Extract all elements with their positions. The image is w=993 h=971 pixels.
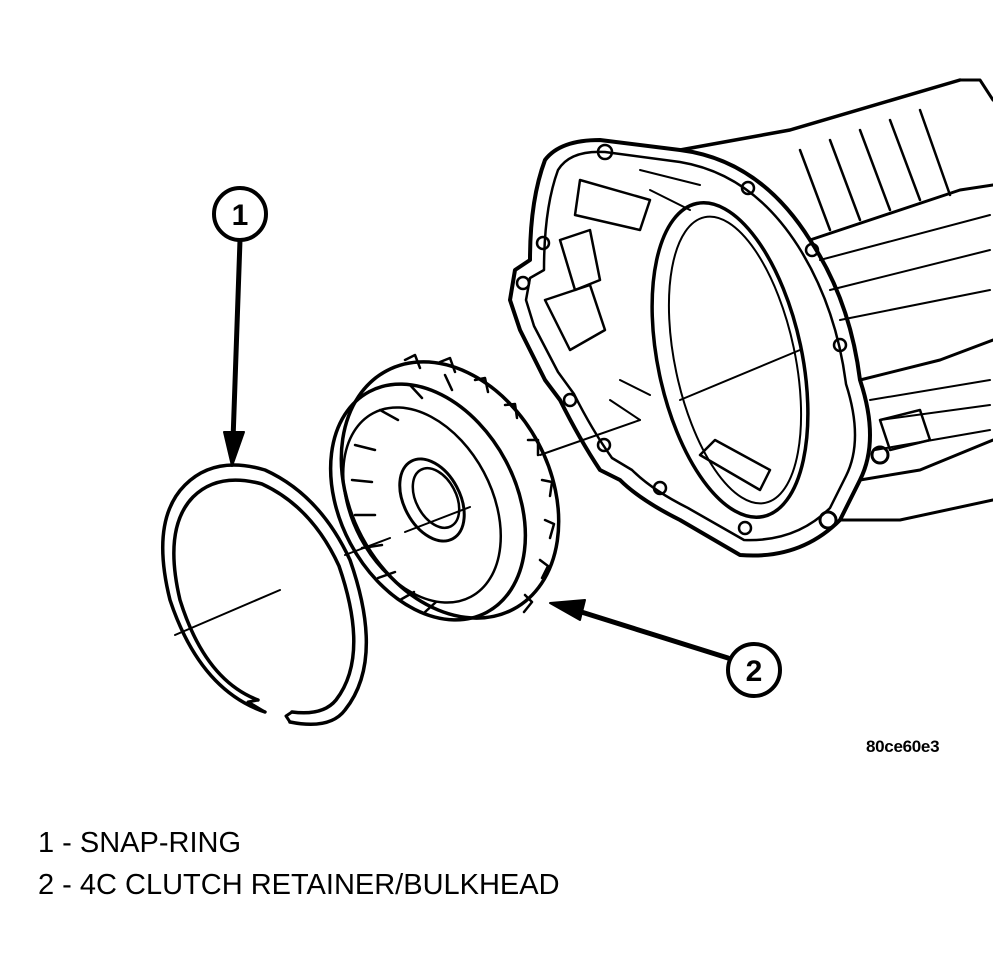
exploded-view-illustration: 1 2 xyxy=(161,78,993,726)
callout-2-leader xyxy=(549,599,731,661)
transmission-case xyxy=(508,78,993,558)
center-axis-line xyxy=(174,349,801,636)
callout-2-number: 2 xyxy=(746,655,763,688)
snap-ring xyxy=(161,463,369,726)
legend-item: 1 - SNAP-RING xyxy=(38,827,242,859)
callout-1-leader xyxy=(223,237,245,467)
parts-legend: 1 - SNAP-RING 2 - 4C CLUTCH RETAINER/BUL… xyxy=(38,822,560,906)
callout-1-bubble xyxy=(212,186,268,242)
clutch-retainer-bulkhead xyxy=(328,353,561,622)
callout-2-bubble xyxy=(726,642,782,698)
callout-1-number: 1 xyxy=(232,199,249,232)
legend-item: 2 - 4C CLUTCH RETAINER/BULKHEAD xyxy=(38,869,560,901)
figure-id-code: 80ce60e3 xyxy=(866,737,940,756)
